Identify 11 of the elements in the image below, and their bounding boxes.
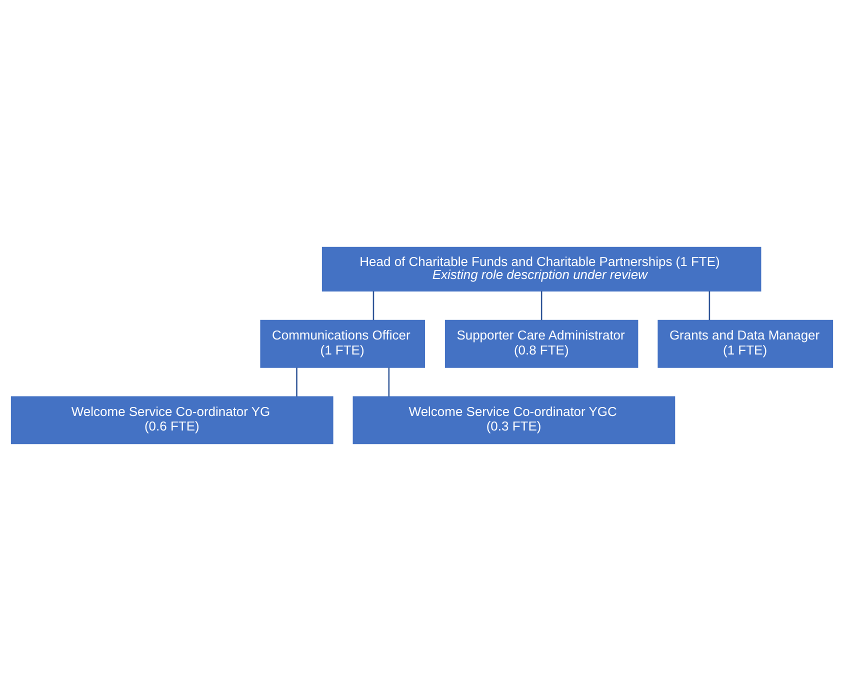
node-box: Grants and Data Manager (1 FTE) bbox=[658, 319, 834, 368]
node-box: Welcome Service Co-ordinator YG (0.6 FTE) bbox=[10, 396, 334, 444]
node-box: Head of Charitable Funds and Charitable Partnerships (1 FTE) Existing role description under review bbox=[322, 246, 762, 291]
node-box: Welcome Service Co-ordinator YGC (0.3 FTE) bbox=[352, 396, 676, 444]
node-box: Communications Officer (1 FTE) bbox=[260, 319, 426, 368]
connector bbox=[296, 367, 298, 396]
connector bbox=[540, 290, 542, 320]
node-box: Supporter Care Administrator (0.8 FTE) bbox=[444, 319, 638, 368]
connector bbox=[372, 290, 374, 320]
connector bbox=[388, 367, 390, 396]
connector bbox=[708, 290, 710, 320]
